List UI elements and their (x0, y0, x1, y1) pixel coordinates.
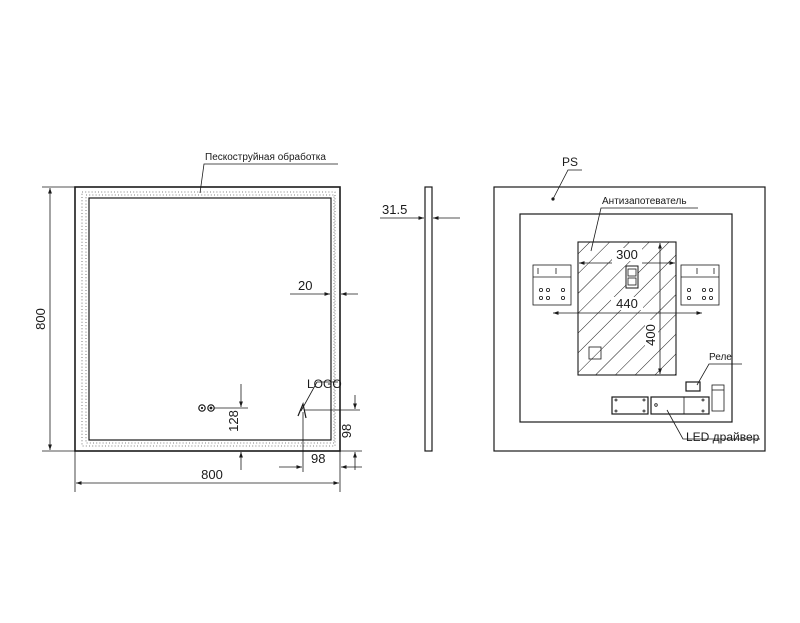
depth-label: 31.5 (382, 202, 407, 217)
left-bracket-icon (532, 264, 572, 306)
back-view: PS Антизапотеватель 300 440 400 (493, 155, 766, 452)
led-driver-label: LED драйвер (686, 430, 760, 444)
logo-height-label: 98 (339, 424, 354, 438)
frame-label: 20 (298, 278, 312, 293)
mirror-inner-frame (88, 197, 332, 441)
sandblast-band-inner (85, 194, 335, 444)
logo-width-dimension: 98 (279, 412, 362, 472)
heater-connector-icon (625, 265, 639, 289)
height-dimension: 800 (33, 186, 75, 452)
side-profile (424, 186, 433, 452)
sandblast-band (81, 191, 336, 447)
relay-icon (685, 381, 725, 412)
led-driver-text: LED драйвер (686, 430, 760, 444)
ps-label: PS (562, 155, 578, 169)
switch-height-label: 128 (226, 410, 241, 432)
front-view: Пескоструйная обработка 800 800 20 (33, 151, 362, 492)
sandblast-label: Пескоструйная обработка (205, 151, 326, 163)
height-label: 800 (33, 308, 48, 330)
relay-leader (696, 363, 742, 386)
dim-400-label: 400 (643, 324, 658, 346)
led-driver-leader (666, 409, 760, 440)
mirror-outline (74, 186, 341, 452)
dim-440-label: 440 (616, 296, 638, 311)
side-view: 31.5 (380, 186, 460, 452)
logo-label: LOGO (307, 377, 342, 391)
back-panel-ps (519, 213, 733, 423)
antifog-label: Антизапотеватель (602, 196, 687, 207)
dim-300-label: 300 (616, 247, 638, 262)
width-dimension: 800 (74, 451, 341, 492)
switch-height-dimension: 128 (214, 384, 248, 470)
logo-height-dimension: 98 (339, 395, 362, 470)
ps-leader (552, 169, 582, 200)
antifog-leader (590, 207, 698, 252)
back-panel-outer (493, 186, 766, 452)
logo-width-label: 98 (311, 451, 325, 466)
touch-switch-icon (198, 404, 215, 412)
logo-marker: LOGO (297, 377, 360, 419)
sandblast-leader (199, 163, 338, 194)
frame-dimension: 20 (290, 278, 358, 296)
relay-label: Реле (709, 352, 732, 363)
width-label: 800 (201, 467, 223, 482)
right-bracket-icon (680, 264, 720, 306)
led-driver-icon (611, 396, 710, 415)
